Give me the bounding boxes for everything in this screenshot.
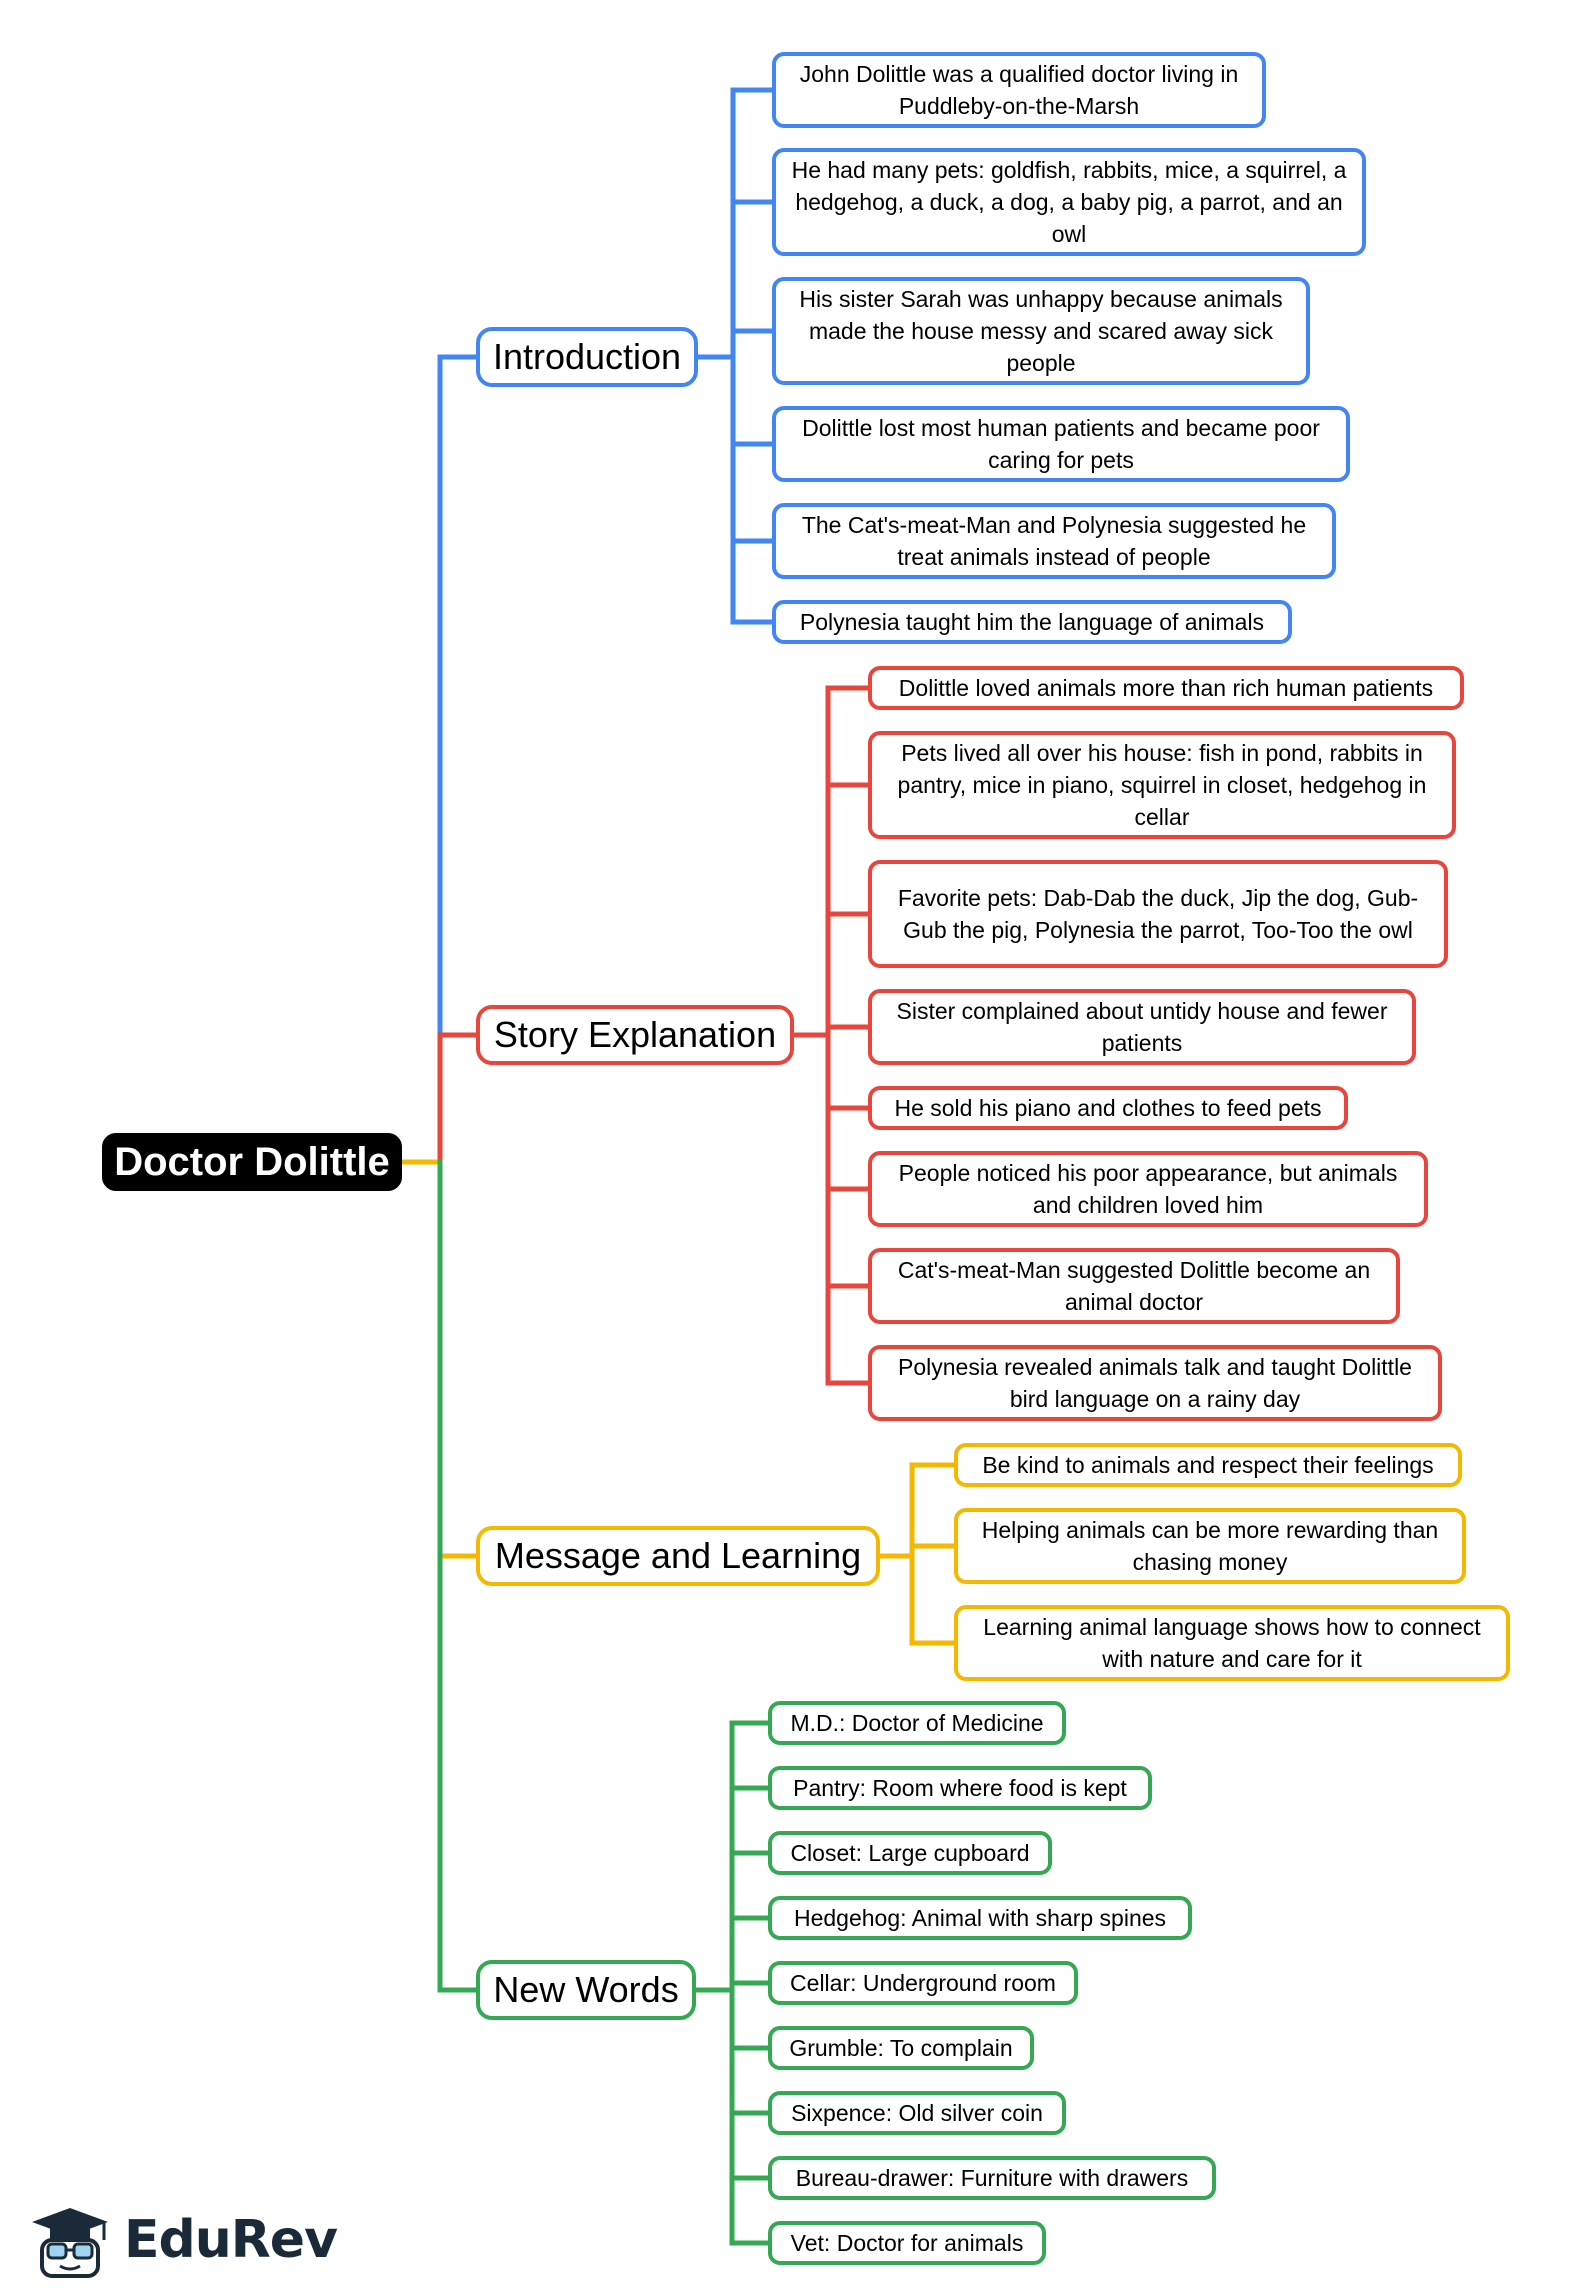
leaf-node-label: Bureau-drawer: Furniture with drawers [795,2165,1189,2191]
leaf-node: Pets lived all over his house: fish in p… [868,731,1456,839]
leaf-node: People noticed his poor appearance, but … [868,1151,1428,1227]
branch-node-label: Message and Learning [494,1535,862,1576]
leaf-node: Be kind to animals and respect their fee… [954,1443,1462,1487]
leaf-node: His sister Sarah was unhappy because ani… [772,277,1310,385]
leaf-node-label: He had many pets: goldfish, rabbits, mic… [791,157,1347,247]
leaf-node: The Cat's-meat-Man and Polynesia suggest… [772,503,1336,579]
leaf-node-label: People noticed his poor appearance, but … [898,1160,1398,1218]
leaf-node: Dolittle lost most human patients and be… [772,406,1350,482]
leaf-node-label: Polynesia taught him the language of ani… [799,609,1265,635]
leaf-node-label: Pets lived all over his house: fish in p… [897,740,1427,830]
graduate-cap-icon [32,2208,108,2278]
leaf-node: Bureau-drawer: Furniture with drawers [768,2156,1216,2200]
leaf-node-label: Helping animals can be more rewarding th… [981,1517,1439,1575]
leaf-node: Learning animal language shows how to co… [954,1605,1510,1681]
leaf-node: Polynesia taught him the language of ani… [772,600,1292,644]
leaf-node-label: Grumble: To complain [789,2035,1013,2061]
leaf-node: M.D.: Doctor of Medicine [768,1701,1066,1745]
root-node: Doctor Dolittle [102,1133,402,1191]
branch-node-label: New Words [493,1969,679,2010]
leaf-node: He sold his piano and clothes to feed pe… [868,1086,1348,1130]
leaf-node: Grumble: To complain [768,2026,1034,2070]
branch-node: Story Explanation [476,1005,794,1065]
leaf-node-label: John Dolittle was a qualified doctor liv… [799,61,1239,119]
edurev-logo: EduRev [30,2200,338,2280]
leaf-node: He had many pets: goldfish, rabbits, mic… [772,148,1366,256]
branch-node-label: Introduction [492,336,682,377]
leaf-node: Polynesia revealed animals talk and taug… [868,1345,1442,1421]
leaf-node-label: He sold his piano and clothes to feed pe… [894,1095,1322,1121]
leaf-node-label: Cat's-meat-Man suggested Dolittle become… [897,1257,1371,1315]
root-node-label: Doctor Dolittle [114,1139,390,1184]
leaf-node: Cellar: Underground room [768,1961,1078,2005]
branch-node-label: Story Explanation [493,1014,777,1055]
leaf-node: Helping animals can be more rewarding th… [954,1508,1466,1584]
leaf-node-label: Favorite pets: Dab-Dab the duck, Jip the… [897,885,1419,943]
leaf-node: Vet: Doctor for animals [768,2221,1046,2265]
leaf-node: Cat's-meat-Man suggested Dolittle become… [868,1248,1400,1324]
branch-node: New Words [476,1960,696,2020]
leaf-node-label: Be kind to animals and respect their fee… [982,1452,1434,1478]
leaf-node-label: Closet: Large cupboard [790,1840,1030,1866]
leaf-node: Pantry: Room where food is kept [768,1766,1152,1810]
leaf-node-label: Learning animal language shows how to co… [983,1614,1481,1672]
leaf-node-label: Cellar: Underground room [790,1970,1056,1996]
leaf-node: Dolittle loved animals more than rich hu… [868,666,1464,710]
leaf-node: Closet: Large cupboard [768,1831,1052,1875]
branch-node: Message and Learning [476,1526,880,1586]
leaf-node: Sixpence: Old silver coin [768,2091,1066,2135]
leaf-node-label: Dolittle loved animals more than rich hu… [898,675,1434,701]
branch-node: Introduction [476,327,698,387]
leaf-node: John Dolittle was a qualified doctor liv… [772,52,1266,128]
leaf-node-label: Polynesia revealed animals talk and taug… [898,1354,1412,1412]
leaf-node: Sister complained about untidy house and… [868,989,1416,1065]
leaf-node-label: Sister complained about untidy house and… [896,998,1388,1056]
leaf-node-label: His sister Sarah was unhappy because ani… [799,286,1283,376]
leaf-node-label: The Cat's-meat-Man and Polynesia suggest… [801,512,1307,570]
leaf-node-label: Sixpence: Old silver coin [791,2100,1043,2126]
leaf-node-label: Pantry: Room where food is kept [793,1775,1127,1801]
leaf-node-label: Vet: Doctor for animals [790,2230,1024,2256]
leaf-node-label: M.D.: Doctor of Medicine [790,1710,1044,1736]
leaf-node: Hedgehog: Animal with sharp spines [768,1896,1192,1940]
leaf-node: Favorite pets: Dab-Dab the duck, Jip the… [868,860,1448,968]
leaf-node-label: Dolittle lost most human patients and be… [802,415,1320,473]
logo-text: EduRev [124,2210,338,2270]
leaf-node-label: Hedgehog: Animal with sharp spines [793,1905,1167,1931]
